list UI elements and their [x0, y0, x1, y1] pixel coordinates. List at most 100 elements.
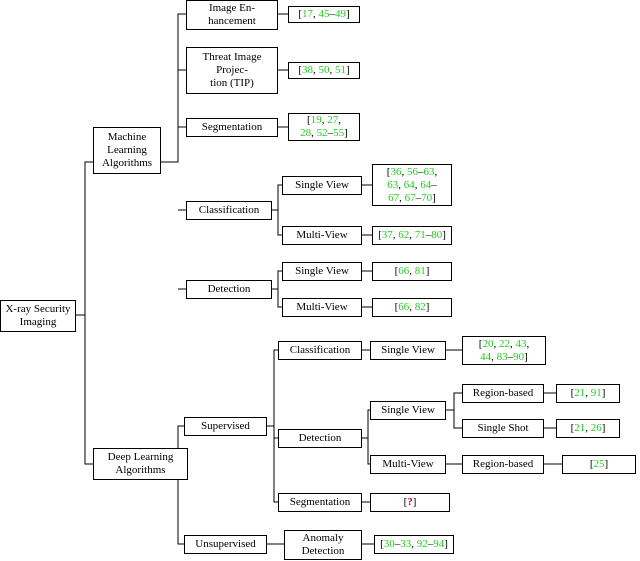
edge-root: [75, 161, 93, 465]
reference-list: [21, 26]: [571, 422, 606, 435]
node-dl-sup-det-single-shot-label: Single Shot: [477, 422, 529, 434]
citation-link[interactable]: 38: [302, 64, 313, 76]
citation-link[interactable]: 21: [574, 422, 586, 434]
refs-ml-segmentation: [19, 27, 28, 52–55]: [288, 113, 360, 141]
citation-separator: ,: [409, 301, 415, 313]
citation-separator: ,: [585, 422, 591, 434]
node-dl-sup-classification-label: Classification: [289, 344, 351, 356]
node-ml-classification: Classification: [186, 201, 272, 220]
node-ml-segmentation-label: Segmentation: [201, 121, 263, 133]
node-root-label: X-ray Security Imaging: [5, 303, 71, 328]
citation-link[interactable]: 62: [398, 229, 410, 241]
bracket-open: [: [298, 8, 302, 20]
citation-link[interactable]: 30: [383, 538, 395, 550]
node-dl-sup-detection-label: Detection: [298, 432, 342, 444]
node-dl-supervised: Supervised: [184, 417, 267, 436]
reference-list: [20, 22, 43, 44, 83–90]: [479, 338, 529, 364]
citation-link[interactable]: 25: [593, 458, 605, 470]
citation-link[interactable]: 92: [416, 538, 428, 550]
citation-link[interactable]: 64: [420, 178, 432, 191]
node-dl-sup-det-multi-view-label: Multi-View: [382, 458, 434, 470]
node-dl-sup-det-mv-region-based-label: Region-based: [472, 458, 534, 470]
citation-separator: ,: [329, 64, 335, 76]
citation-link[interactable]: 19: [310, 114, 322, 126]
edge-ml-class-leaf: [362, 184, 372, 236]
citation-separator: ,: [509, 337, 516, 350]
citation-link[interactable]: 43: [515, 337, 527, 350]
bracket-close: ]: [344, 127, 348, 139]
citation-link[interactable]: 45: [318, 8, 330, 20]
edge-sup-det-sv-leaf: [544, 392, 556, 429]
node-dl-sup-det-region-based-label: Region-based: [472, 387, 534, 399]
refs-dl-sup-det-region-based: [21, 91]: [556, 384, 620, 403]
refs-dl-anomaly-detection: [30–33, 92–94]: [374, 535, 454, 554]
refs-dl-sup-det-mv-region-based: [25]: [562, 455, 636, 474]
citation-link[interactable]: 80: [431, 229, 443, 241]
node-dl-anomaly-detection-label: Anomaly Detection: [301, 532, 345, 557]
node-ml-det-multi-view-label: Multi-View: [296, 301, 348, 313]
citation-link[interactable]: 17: [302, 8, 313, 20]
citation-link[interactable]: 27: [327, 114, 339, 126]
citation-separator: ,: [434, 165, 438, 178]
reference-list: [37, 62, 71–80]: [378, 229, 446, 242]
refs-dl-sup-segmentation: [?]: [370, 493, 450, 512]
citation-separator: ,: [313, 64, 319, 76]
node-ml-det-multi-view: Multi-View: [282, 298, 362, 317]
citation-link[interactable]: 56: [406, 165, 418, 178]
citation-separator: ,: [398, 178, 404, 191]
node-ml-label: Machine Learning Algorithms: [101, 131, 153, 169]
node-ml: Machine Learning Algorithms: [93, 127, 161, 174]
citation-link[interactable]: 63: [387, 178, 399, 191]
citation-link[interactable]: 91: [590, 387, 602, 399]
refs-ml-class-multi-view: [37, 62, 71–80]: [372, 226, 452, 245]
citation-link[interactable]: 50: [318, 64, 330, 76]
citation-link[interactable]: 49: [335, 8, 346, 20]
refs-ml-det-multi-view: [66, 82]: [372, 298, 452, 317]
citation-link[interactable]: 52: [316, 127, 328, 139]
citation-link[interactable]: 70: [421, 191, 433, 204]
citation-link[interactable]: 28: [300, 127, 312, 139]
citation-separator: ,: [409, 265, 415, 277]
node-ml-detection-label: Detection: [207, 283, 251, 295]
bracket-open: [: [378, 229, 382, 241]
reference-list: [21, 91]: [571, 387, 606, 400]
citation-link[interactable]: 83: [496, 350, 508, 363]
citation-separator: ,: [338, 114, 341, 126]
bracket-close: ]: [442, 229, 446, 241]
citation-link[interactable]: 64: [403, 178, 415, 191]
citation-link[interactable]: 26: [590, 422, 602, 434]
citation-link[interactable]: 90: [513, 350, 525, 363]
citation-separator: –: [415, 191, 422, 204]
node-dl-sup-class-single-view: Single View: [370, 341, 446, 360]
citation-link[interactable]: 71: [414, 229, 426, 241]
reference-list: [66, 82]: [395, 301, 430, 314]
citation-link[interactable]: 22: [498, 337, 510, 350]
bracket-close: ]: [346, 8, 350, 20]
node-dl: Deep Learning Algorithms: [93, 448, 188, 480]
citation-link[interactable]: 51: [335, 64, 346, 76]
node-ml-det-single-view-label: Single View: [295, 265, 349, 277]
citation-link[interactable]: 94: [433, 538, 445, 550]
bracket-close: ]: [444, 538, 448, 550]
edge-dl: [177, 425, 188, 545]
refs-ml-tip: [38, 50, 51]: [288, 62, 360, 79]
citation-separator: –: [417, 165, 424, 178]
citation-link[interactable]: 81: [414, 265, 426, 277]
citation-link[interactable]: 44: [480, 350, 492, 363]
citation-link[interactable]: 36: [390, 165, 402, 178]
citation-link[interactable]: 55: [333, 127, 345, 139]
citation-link[interactable]: 33: [400, 538, 412, 550]
citation-link[interactable]: 66: [398, 265, 410, 277]
node-dl-supervised-label: Supervised: [201, 420, 250, 432]
citation-link[interactable]: 21: [574, 387, 586, 399]
citation-link[interactable]: 67: [404, 191, 416, 204]
citation-separator: –: [431, 178, 437, 191]
citation-link[interactable]: 63: [423, 165, 435, 178]
citation-link[interactable]: 37: [381, 229, 393, 241]
citation-link[interactable]: 20: [482, 337, 494, 350]
citation-link[interactable]: 82: [414, 301, 426, 313]
citation-link[interactable]: 67: [388, 191, 400, 204]
citation-link[interactable]: 66: [398, 301, 410, 313]
citation-separator: ,: [392, 229, 399, 241]
